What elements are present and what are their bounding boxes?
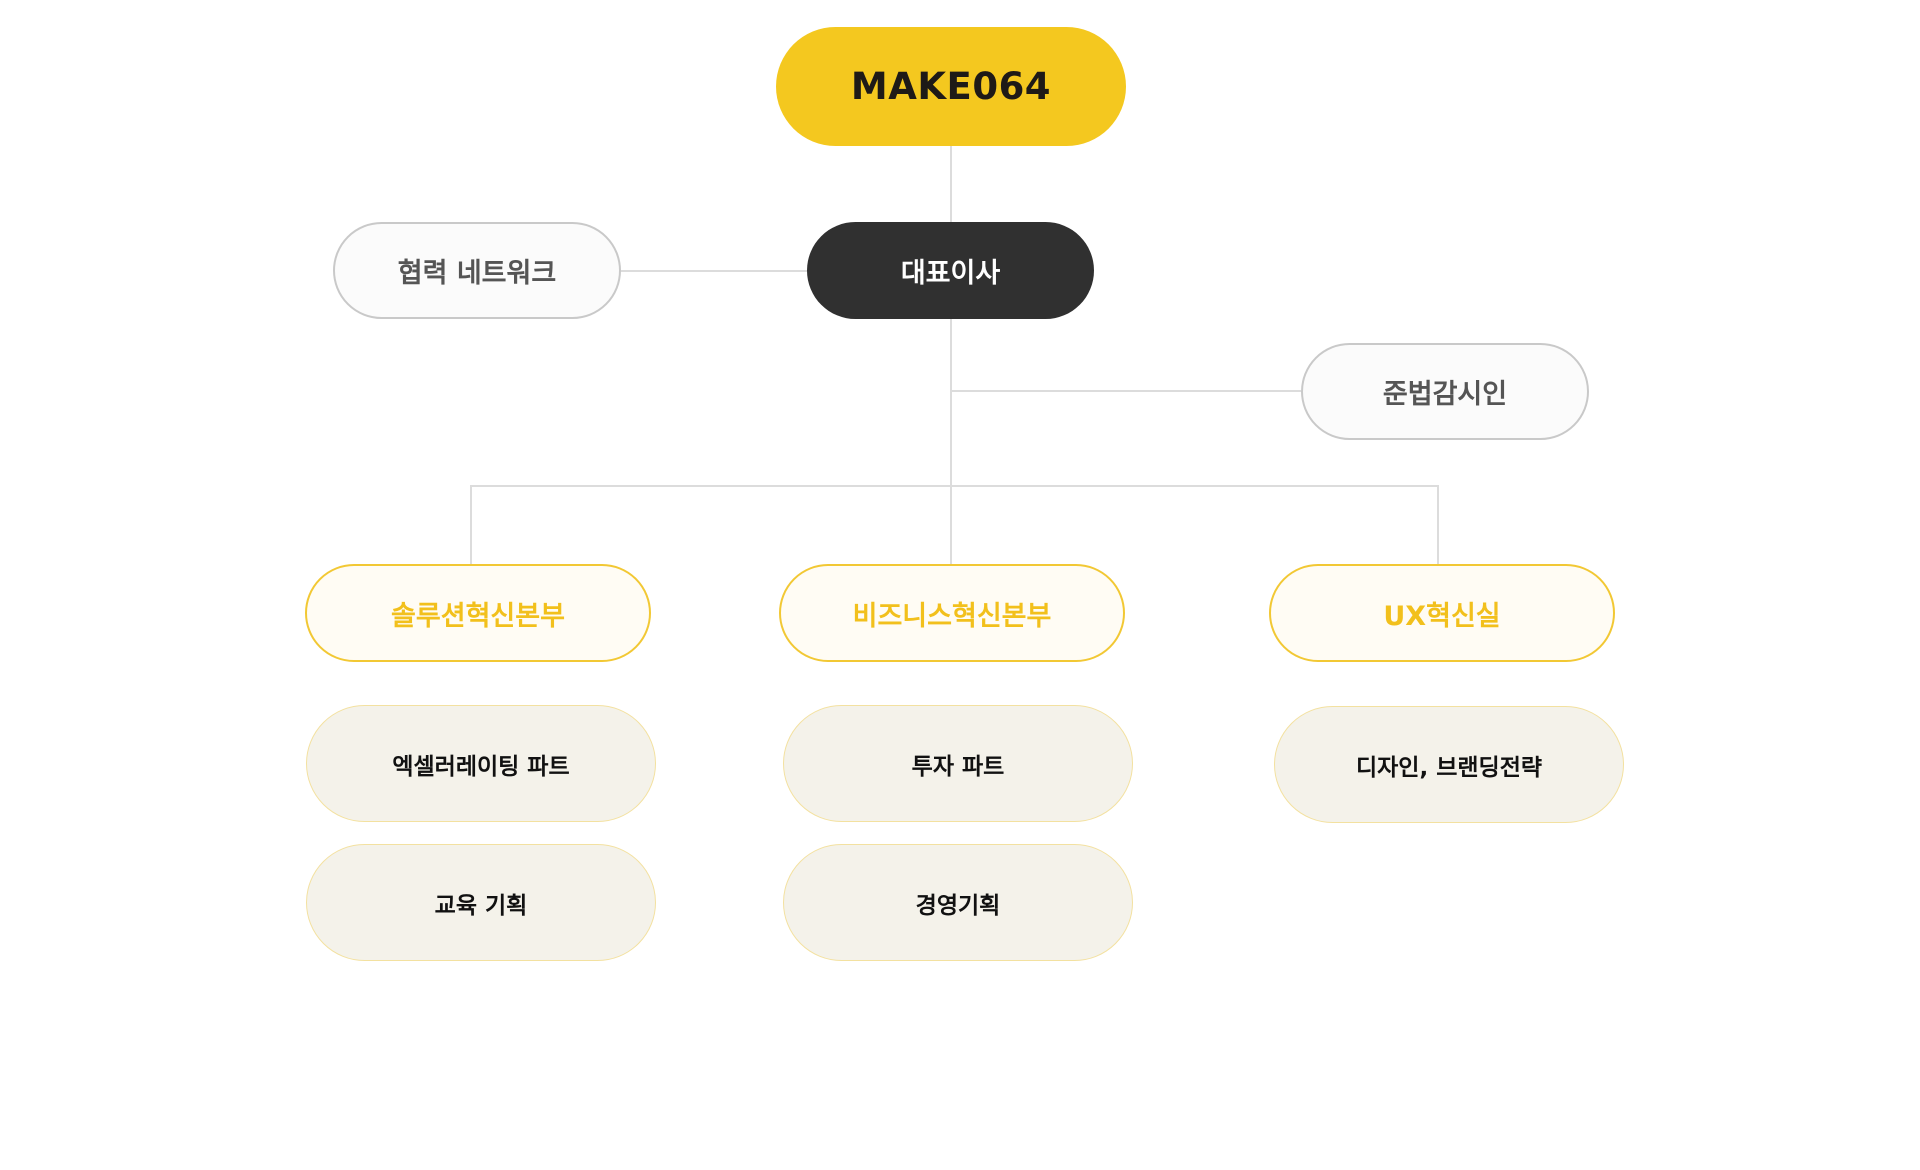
node-dept-solution: 솔루션혁신본부 xyxy=(305,564,651,662)
dept-label: 솔루션혁신본부 xyxy=(391,600,565,632)
node-team: 엑셀러레이팅 파트 xyxy=(306,705,656,822)
node-ceo-label: 대표이사 xyxy=(900,258,1001,289)
connector-dept-3 xyxy=(1437,485,1439,565)
dept-label: 비즈니스혁신본부 xyxy=(852,600,1052,632)
node-team: 투자 파트 xyxy=(783,705,1133,822)
connector-compliance xyxy=(951,390,1301,392)
team-label: 투자 파트 xyxy=(911,753,1005,780)
node-team: 교육 기획 xyxy=(306,844,656,961)
node-root: MAKE064 xyxy=(776,27,1126,146)
connector-ceo-partner xyxy=(621,270,807,272)
node-dept-ux: UX혁신실 xyxy=(1269,564,1615,662)
connector-dept-2 xyxy=(950,485,952,565)
node-partner-network: 협력 네트워크 xyxy=(333,222,621,319)
team-label: 교육 기획 xyxy=(434,892,528,919)
team-label: 디자인, 브랜딩전략 xyxy=(1355,754,1543,781)
node-team: 경영기획 xyxy=(783,844,1133,961)
node-compliance-officer: 준법감시인 xyxy=(1301,343,1589,440)
node-partner-network-label: 협력 네트워크 xyxy=(397,258,557,289)
team-label: 경영기획 xyxy=(915,892,1001,919)
dept-label: UX혁신실 xyxy=(1383,600,1501,632)
node-dept-business: 비즈니스혁신본부 xyxy=(779,564,1125,662)
node-team: 디자인, 브랜딩전략 xyxy=(1274,706,1624,823)
node-root-label: MAKE064 xyxy=(850,65,1052,108)
team-label: 엑셀러레이팅 파트 xyxy=(392,753,570,780)
node-compliance-officer-label: 준법감시인 xyxy=(1382,379,1508,410)
connector-bus xyxy=(470,485,1439,487)
connector-dept-1 xyxy=(470,485,472,565)
node-ceo: 대표이사 xyxy=(807,222,1094,319)
